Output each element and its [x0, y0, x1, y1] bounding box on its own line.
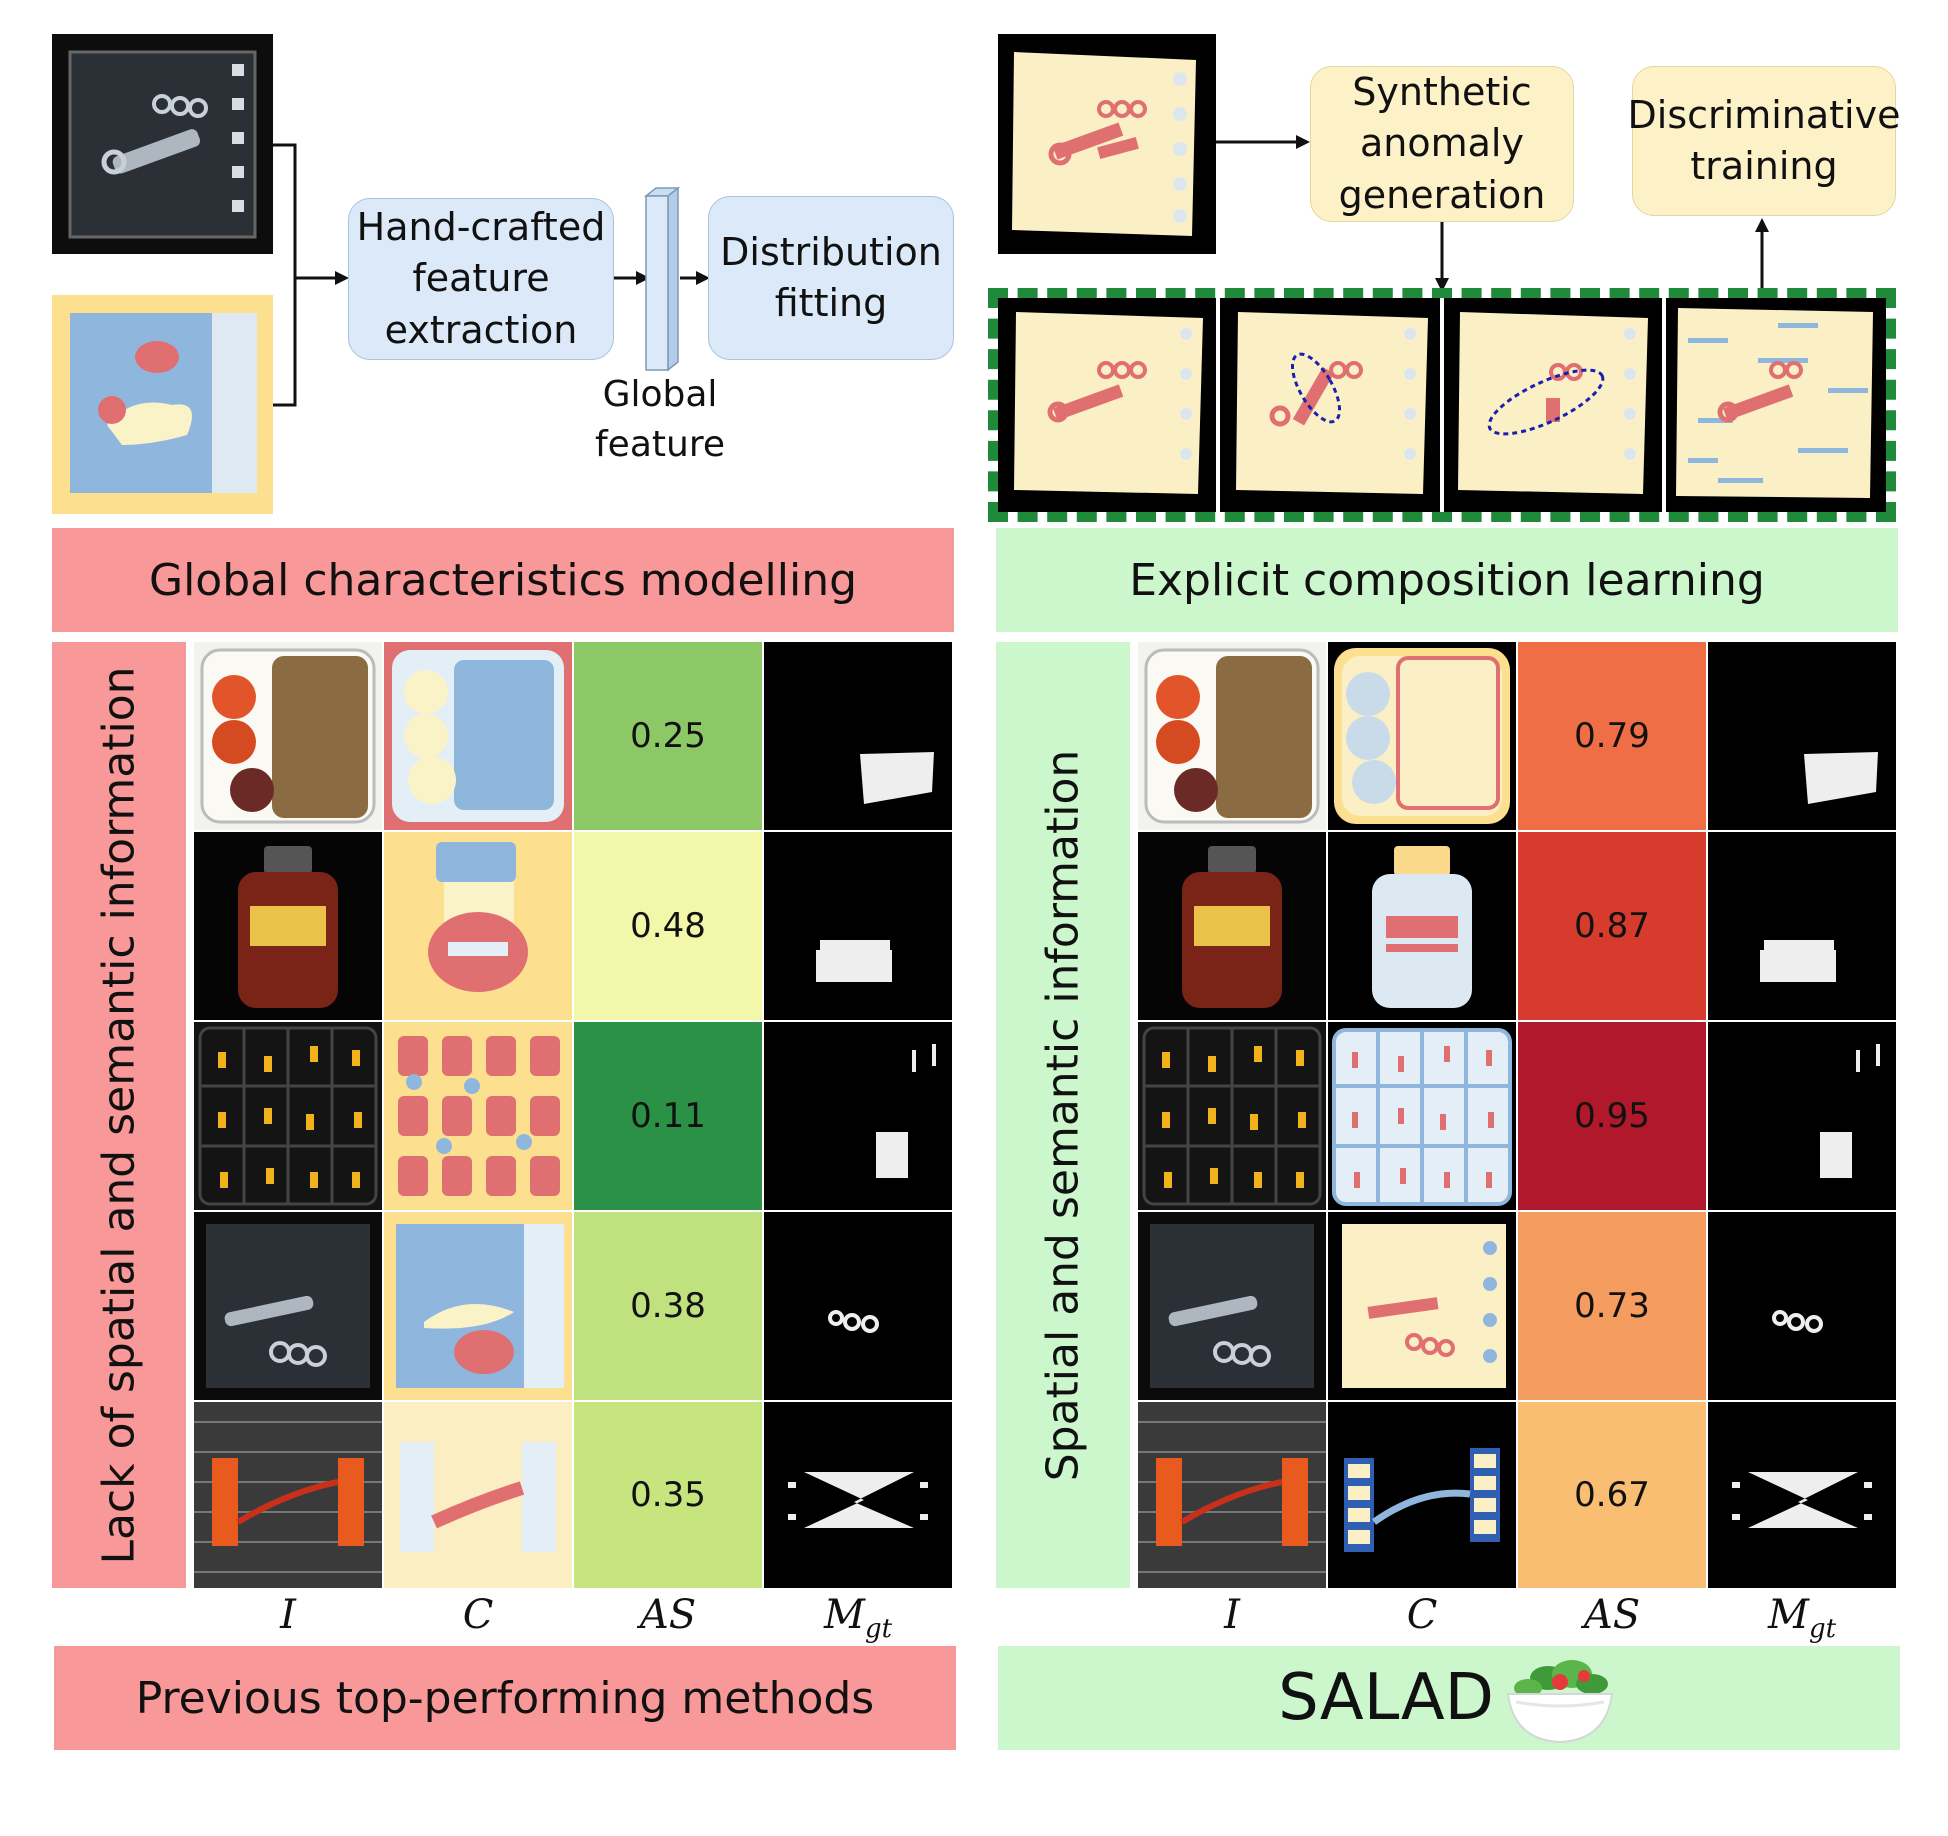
left-image-juice-bottle: [194, 832, 382, 1020]
strip-map-structural-anomaly: [1676, 308, 1873, 498]
right-image-breakfast-box: [1138, 642, 1326, 830]
right-mask-breakfast-box: [1708, 642, 1896, 830]
right-mask-screw-bag: [1708, 1212, 1896, 1400]
normal-composition-map-thumbnail: [998, 34, 1216, 254]
synthetic-anomaly-generation-box: Synthetic anomaly generation: [1310, 66, 1574, 222]
salad-bowl-icon: [1506, 1660, 1614, 1744]
right-score-cell: 0.73: [1518, 1212, 1706, 1400]
right-mask-juice-bottle: [1708, 832, 1896, 1020]
arrow-down-to-strip: [1435, 222, 1449, 292]
explicit-composition-banner: Explicit composition learning: [996, 528, 1898, 632]
left-mask-juice-bottle: [764, 832, 952, 1020]
right-composition-juice-bottle: [1328, 832, 1516, 1020]
left-score-cell: 0.35: [574, 1402, 762, 1588]
right-composition-screw-bag: [1328, 1212, 1516, 1400]
arrow-to-synthetic-generation: [1216, 135, 1310, 149]
right-side-label: Spatial and semantic information: [996, 642, 1130, 1588]
right-score-cell: 0.67: [1518, 1402, 1706, 1588]
previous-methods-banner: Previous top-performing methods: [54, 1646, 956, 1750]
right-composition-breakfast-box: [1328, 642, 1516, 830]
right-image-pushpins: [1138, 1022, 1326, 1210]
distribution-fitting-box: Distribution fitting: [708, 196, 954, 360]
left-mask-screw-bag: [764, 1212, 952, 1400]
left-image-screw-bag: [194, 1212, 382, 1400]
salad-banner: SALAD: [998, 1646, 1900, 1750]
right-score-cell: 0.87: [1518, 832, 1706, 1020]
left-col-label-image: I: [280, 1592, 296, 1638]
left-mask-pushpins: [764, 1022, 952, 1210]
input-composition-thumbnail: [52, 295, 273, 514]
right-score-cell: 0.95: [1518, 1022, 1706, 1210]
right-image-juice-bottle: [1138, 832, 1326, 1020]
left-results-grid: 0.25 0.48 0.11 0.38 0.35: [194, 642, 952, 1588]
right-col-label-mask: Mgt: [1767, 1592, 1837, 1644]
right-mask-pushpins: [1708, 1022, 1896, 1210]
strip-map-normal: [1014, 312, 1203, 494]
strip-map-logical-anomaly-1: [1236, 312, 1428, 494]
left-side-label: Lack of spatial and semantic information: [52, 642, 186, 1588]
right-col-label-score: AS: [1583, 1592, 1641, 1638]
left-composition-splicing-connectors: [384, 1402, 572, 1588]
right-mask-splicing-connectors: [1708, 1402, 1896, 1588]
salad-title: SALAD: [1278, 1661, 1494, 1735]
right-col-label-composition: C: [1406, 1592, 1438, 1638]
left-score-cell: 0.48: [574, 832, 762, 1020]
left-col-label-score: AS: [639, 1592, 697, 1638]
right-image-splicing-connectors: [1138, 1402, 1326, 1588]
strip-map-logical-anomaly-2: [1458, 312, 1648, 494]
left-score-cell: 0.38: [574, 1212, 762, 1400]
synthetic-anomaly-strip: [988, 288, 1896, 522]
left-col-label-mask: Mgt: [823, 1592, 893, 1644]
left-composition-screw-bag: [384, 1212, 572, 1400]
right-composition-splicing-connectors: [1328, 1402, 1516, 1588]
input-connector-arrows: [273, 143, 349, 407]
left-col-label-composition: C: [462, 1592, 494, 1638]
left-mask-splicing-connectors: [764, 1402, 952, 1588]
arrow-to-distribution-fitting: [680, 271, 710, 285]
left-composition-breakfast-box: [384, 642, 572, 830]
right-results-grid: 0.79 0.87 0.95 0.73 0.67: [1138, 642, 1896, 1588]
right-composition-pushpins: [1328, 1022, 1516, 1210]
left-score-cell: 0.11: [574, 1022, 762, 1210]
discriminative-training-box: Discriminative training: [1628, 66, 1900, 216]
handcrafted-feature-extraction-box: Hand-crafted feature extraction: [348, 198, 614, 360]
arrow-up-to-training: [1755, 218, 1769, 292]
left-image-breakfast-box: [194, 642, 382, 830]
global-feature-vector-icon: [644, 186, 680, 372]
arrow-to-global-feature: [614, 271, 650, 285]
left-composition-juice-bottle: [384, 832, 572, 1020]
right-image-screw-bag: [1138, 1212, 1326, 1400]
right-score-cell: 0.79: [1518, 642, 1706, 830]
left-composition-pushpins: [384, 1022, 572, 1210]
left-score-cell: 0.25: [574, 642, 762, 830]
right-col-label-image: I: [1224, 1592, 1240, 1638]
left-image-pushpins: [194, 1022, 382, 1210]
left-mask-breakfast-box: [764, 642, 952, 830]
input-photo-thumbnail: [52, 34, 273, 254]
global-feature-label: Global feature: [595, 374, 725, 466]
global-characteristics-banner: Global characteristics modelling: [52, 528, 954, 632]
left-image-splicing-connectors: [194, 1402, 382, 1588]
